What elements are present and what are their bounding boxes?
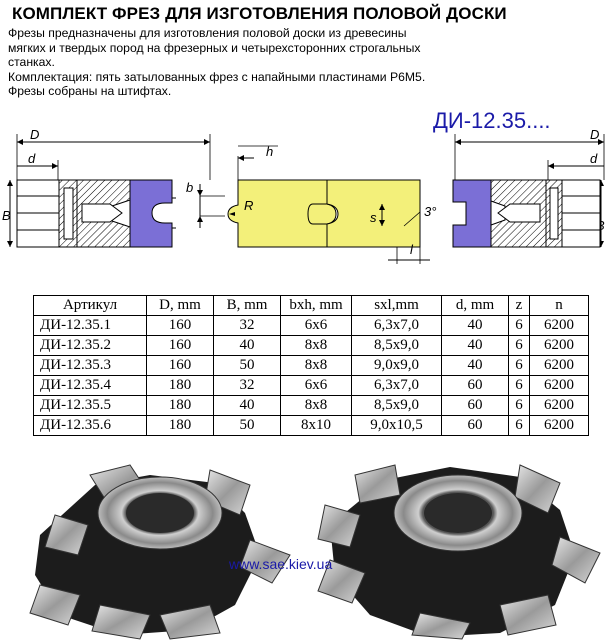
cutter-photos: [29, 464, 601, 640]
header-cell: bxh, mm: [280, 295, 352, 316]
cell-n: 6200: [529, 315, 589, 336]
cell-bxh: 6x6: [280, 315, 352, 336]
cell-sxl: 6,3x7,0: [351, 375, 442, 396]
header-cell: B, mm: [213, 295, 281, 316]
cell-article: ДИ-12.35.1: [33, 315, 147, 336]
cell-n: 6200: [529, 355, 589, 376]
description-line: мягких и твердых пород на фрезерных и че…: [8, 40, 421, 55]
description: Фрезы предназначены для изготовления пол…: [8, 26, 508, 99]
description-line: Фрезы собраны на штифтах.: [8, 84, 172, 99]
cell-bxh: 8x8: [280, 355, 352, 376]
cell-bxh: 8x8: [280, 395, 352, 416]
left-cutter-section: D d B: [2, 127, 211, 248]
cutter-photo-left: [29, 464, 291, 640]
table-row: ДИ-12.35.3 160 50 8x8 9,0x9,0 40 6 6200: [33, 355, 589, 376]
table-row: ДИ-12.35.4 180 32 6x6 6,3x7,0 60 6 6200: [33, 375, 589, 396]
cell-bxh: 8x10: [280, 415, 352, 436]
cell-bxh: 6x6: [280, 375, 352, 396]
cell-z: 6: [508, 355, 530, 376]
cell-d: 60: [441, 395, 509, 416]
cell-d: 60: [441, 415, 509, 436]
cell-n: 6200: [529, 395, 589, 416]
dim-h: h: [266, 144, 273, 159]
dim-D-left: D: [30, 127, 39, 142]
table-row: ДИ-12.35.6 180 50 8x10 9,0x10,5 60 6 620…: [33, 415, 589, 436]
table-row: ДИ-12.35.1 160 32 6x6 6,3x7,0 40 6 6200: [33, 315, 589, 336]
cell-article: ДИ-12.35.4: [33, 375, 147, 396]
spec-table: Артикул D, mm B, mm bxh, mm sxl,mm d, mm…: [33, 295, 589, 436]
table-header-row: Артикул D, mm B, mm bxh, mm sxl,mm d, mm…: [33, 295, 589, 316]
cell-bxh: 8x8: [280, 335, 352, 356]
cell-D: 180: [146, 375, 214, 396]
cell-d: 40: [441, 335, 509, 356]
dim-R: R: [244, 198, 253, 213]
cell-z: 6: [508, 375, 530, 396]
cell-z: 6: [508, 335, 530, 356]
header-cell: z: [508, 295, 530, 316]
right-cutter-section: D d B: [452, 127, 605, 248]
website-link[interactable]: www.sae.kiev.ua: [229, 556, 333, 572]
cell-sxl: 9,0x9,0: [351, 355, 442, 376]
dim-b: b: [186, 180, 193, 195]
dim-l: l: [410, 242, 414, 257]
table-row: ДИ-12.35.5 180 40 8x8 8,5x9,0 60 6 6200: [33, 395, 589, 416]
cell-z: 6: [508, 415, 530, 436]
cell-article: ДИ-12.35.5: [33, 395, 147, 416]
cell-article: ДИ-12.35.2: [33, 335, 147, 356]
cell-sxl: 8,5x9,0: [351, 335, 442, 356]
cell-n: 6200: [529, 375, 589, 396]
header-cell: d, mm: [441, 295, 509, 316]
cell-article: ДИ-12.35.3: [33, 355, 147, 376]
cell-B: 40: [213, 335, 281, 356]
cell-sxl: 6,3x7,0: [351, 315, 442, 336]
cell-B: 50: [213, 415, 281, 436]
cell-article: ДИ-12.35.6: [33, 415, 147, 436]
dim-d-left: d: [28, 151, 36, 166]
cutter-photo-right: [317, 464, 601, 640]
cell-D: 180: [146, 415, 214, 436]
description-line: станках.: [8, 55, 55, 70]
page-title: КОМПЛЕКТ ФРЕЗ ДЛЯ ИЗГОТОВЛЕНИЯ ПОЛОВОЙ Д…: [12, 4, 507, 23]
cell-z: 6: [508, 315, 530, 336]
cell-d: 40: [441, 355, 509, 376]
cell-D: 180: [146, 395, 214, 416]
header-cell: sxl,mm: [351, 295, 442, 316]
dim-D-right: D: [590, 127, 599, 142]
cell-d: 40: [441, 315, 509, 336]
technical-drawing: D d B h b R: [2, 127, 605, 264]
cell-n: 6200: [529, 335, 589, 356]
dim-angle: 3°: [424, 204, 436, 219]
cell-B: 50: [213, 355, 281, 376]
description-line: Комплектация: пять затылованных фрез с н…: [8, 69, 426, 84]
header-cell: D, mm: [146, 295, 214, 316]
header-cell: Артикул: [33, 295, 147, 316]
dim-d-right: d: [590, 151, 598, 166]
cell-D: 160: [146, 335, 214, 356]
dim-s: s: [370, 210, 377, 225]
cell-B: 32: [213, 375, 281, 396]
board-profile: h b R s 3° l: [186, 144, 436, 264]
description-line: Фрезы предназначены для изготовления пол…: [8, 26, 407, 40]
cell-B: 40: [213, 395, 281, 416]
table-row: ДИ-12.35.2 160 40 8x8 8,5x9,0 40 6 6200: [33, 335, 589, 356]
cell-sxl: 8,5x9,0: [351, 395, 442, 416]
product-code: ДИ-12.35....: [433, 108, 551, 133]
cell-d: 60: [441, 375, 509, 396]
header-cell: n: [529, 295, 589, 316]
cell-n: 6200: [529, 415, 589, 436]
cell-D: 160: [146, 315, 214, 336]
cell-sxl: 9,0x10,5: [351, 415, 442, 436]
cell-B: 32: [213, 315, 281, 336]
cell-z: 6: [508, 395, 530, 416]
dim-B-left: B: [2, 208, 11, 223]
cell-D: 160: [146, 355, 214, 376]
